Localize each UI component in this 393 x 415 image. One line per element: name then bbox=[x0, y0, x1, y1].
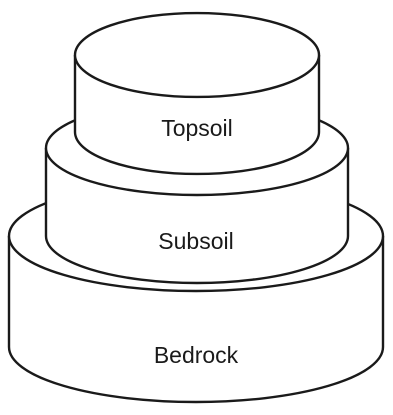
topsoil-label: Topsoil bbox=[161, 115, 233, 141]
subsoil-label: Subsoil bbox=[158, 228, 233, 254]
bedrock-label: Bedrock bbox=[154, 342, 239, 368]
topsoil-tier: Topsoil bbox=[73, 11, 321, 176]
topsoil-tier-rim bbox=[73, 54, 321, 99]
